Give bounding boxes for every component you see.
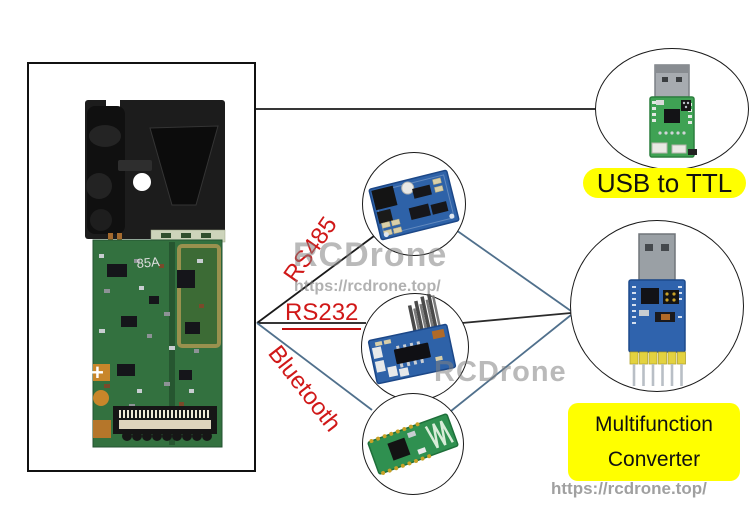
usb-ttl-module-circle (595, 48, 749, 170)
multifunction-converter-label: Multifunction Converter (568, 403, 740, 481)
rs485-module-circle (362, 152, 466, 256)
rs485-converter-illustration (368, 169, 460, 241)
line-sensor-to-bluetooth (256, 322, 373, 411)
ffc-connector (113, 406, 217, 441)
line-rs232-to-multifunction (461, 312, 572, 324)
usb-to-ttl-label: USB to TTL (583, 168, 746, 198)
sensor-photo-frame: 85A + (27, 62, 256, 472)
pcb-marking-text: 85A (136, 254, 161, 271)
bluetooth-module-illustration (367, 413, 459, 475)
line-rs485-to-multifunction (455, 229, 572, 312)
multifunction-converter-illustration (628, 233, 686, 386)
rs232-module-circle (361, 293, 469, 401)
pcb-plus-marking: + (91, 360, 104, 385)
bluetooth-module-circle (362, 393, 464, 495)
usb-ttl-converter-illustration (649, 64, 697, 158)
line-sensor-to-rs485 (256, 235, 375, 324)
sensor-pcb: 85A + (91, 239, 223, 448)
line-bluetooth-to-multifunction (450, 314, 572, 412)
multifunction-converter-circle (570, 220, 744, 392)
multifunction-label-line1: Multifunction (595, 412, 713, 436)
multifunction-label-line2: Converter (607, 447, 701, 471)
rs232-label: RS232 (282, 299, 362, 330)
sensor-optics-head (85, 98, 226, 243)
laser-sensor-module-illustration: 85A + (85, 98, 226, 448)
rs232-converter-illustration (367, 294, 457, 385)
